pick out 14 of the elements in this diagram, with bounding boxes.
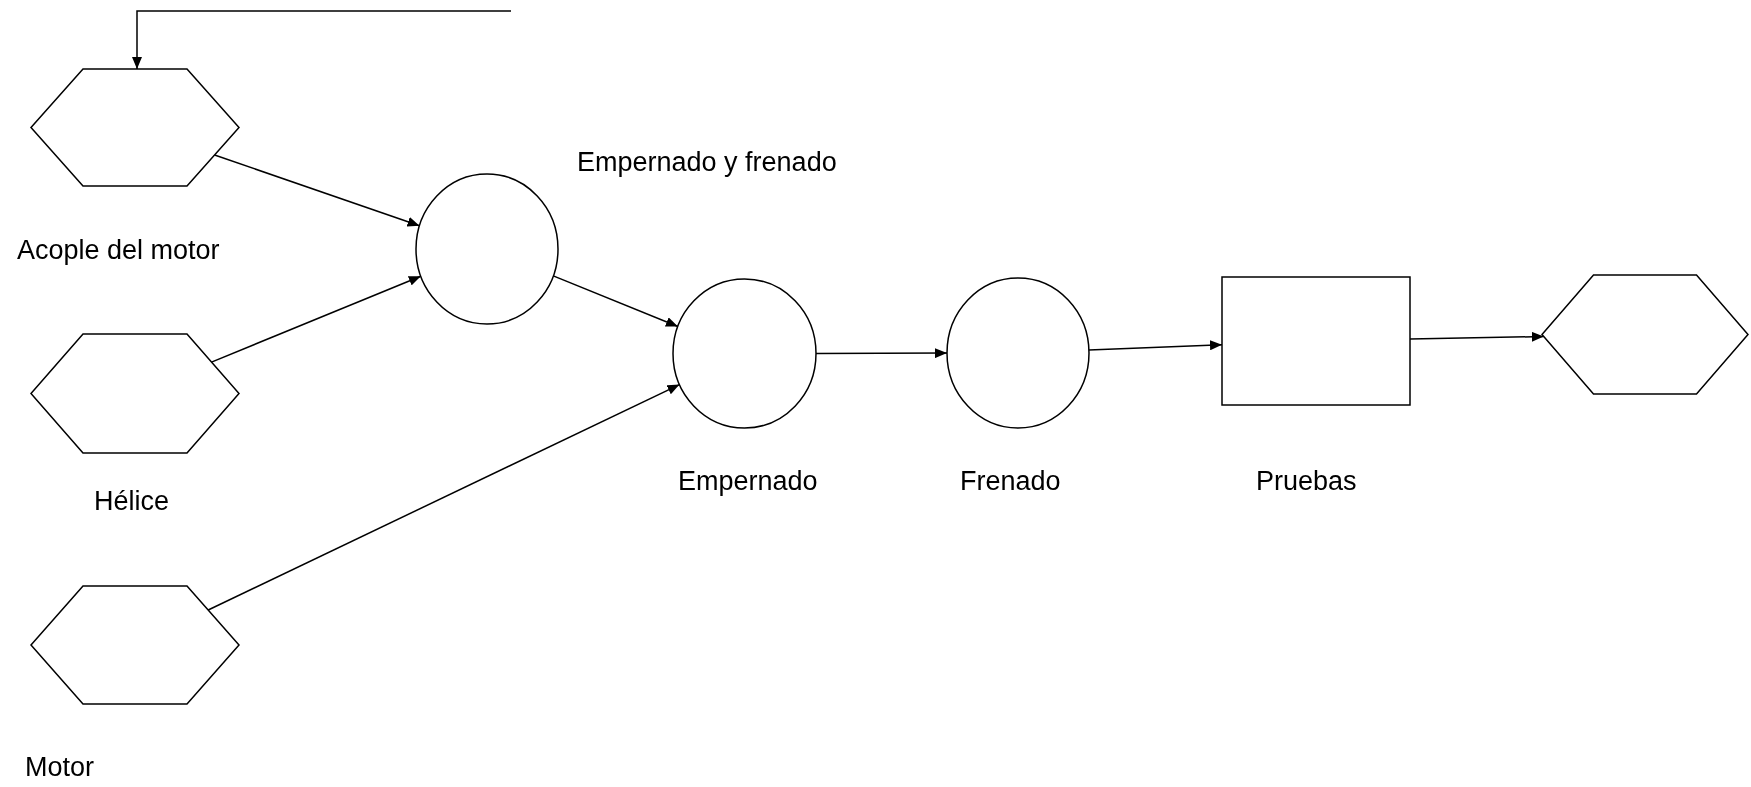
hexagon-node — [1542, 275, 1748, 394]
arrow — [207, 383, 681, 611]
node-label: Pruebas — [1256, 466, 1357, 498]
node-label: Empernado — [678, 466, 818, 498]
arrow — [213, 154, 421, 227]
arrow — [132, 10, 512, 70]
node-label: Empernado y frenado — [577, 147, 837, 179]
node-label: Motor — [25, 752, 95, 784]
node-label: Acople del motor — [17, 235, 220, 267]
arrow — [210, 275, 422, 363]
node-label: Hélice — [94, 486, 170, 518]
arrow — [552, 275, 679, 328]
node-label: Frenado — [960, 466, 1061, 498]
arrow — [1088, 340, 1223, 351]
